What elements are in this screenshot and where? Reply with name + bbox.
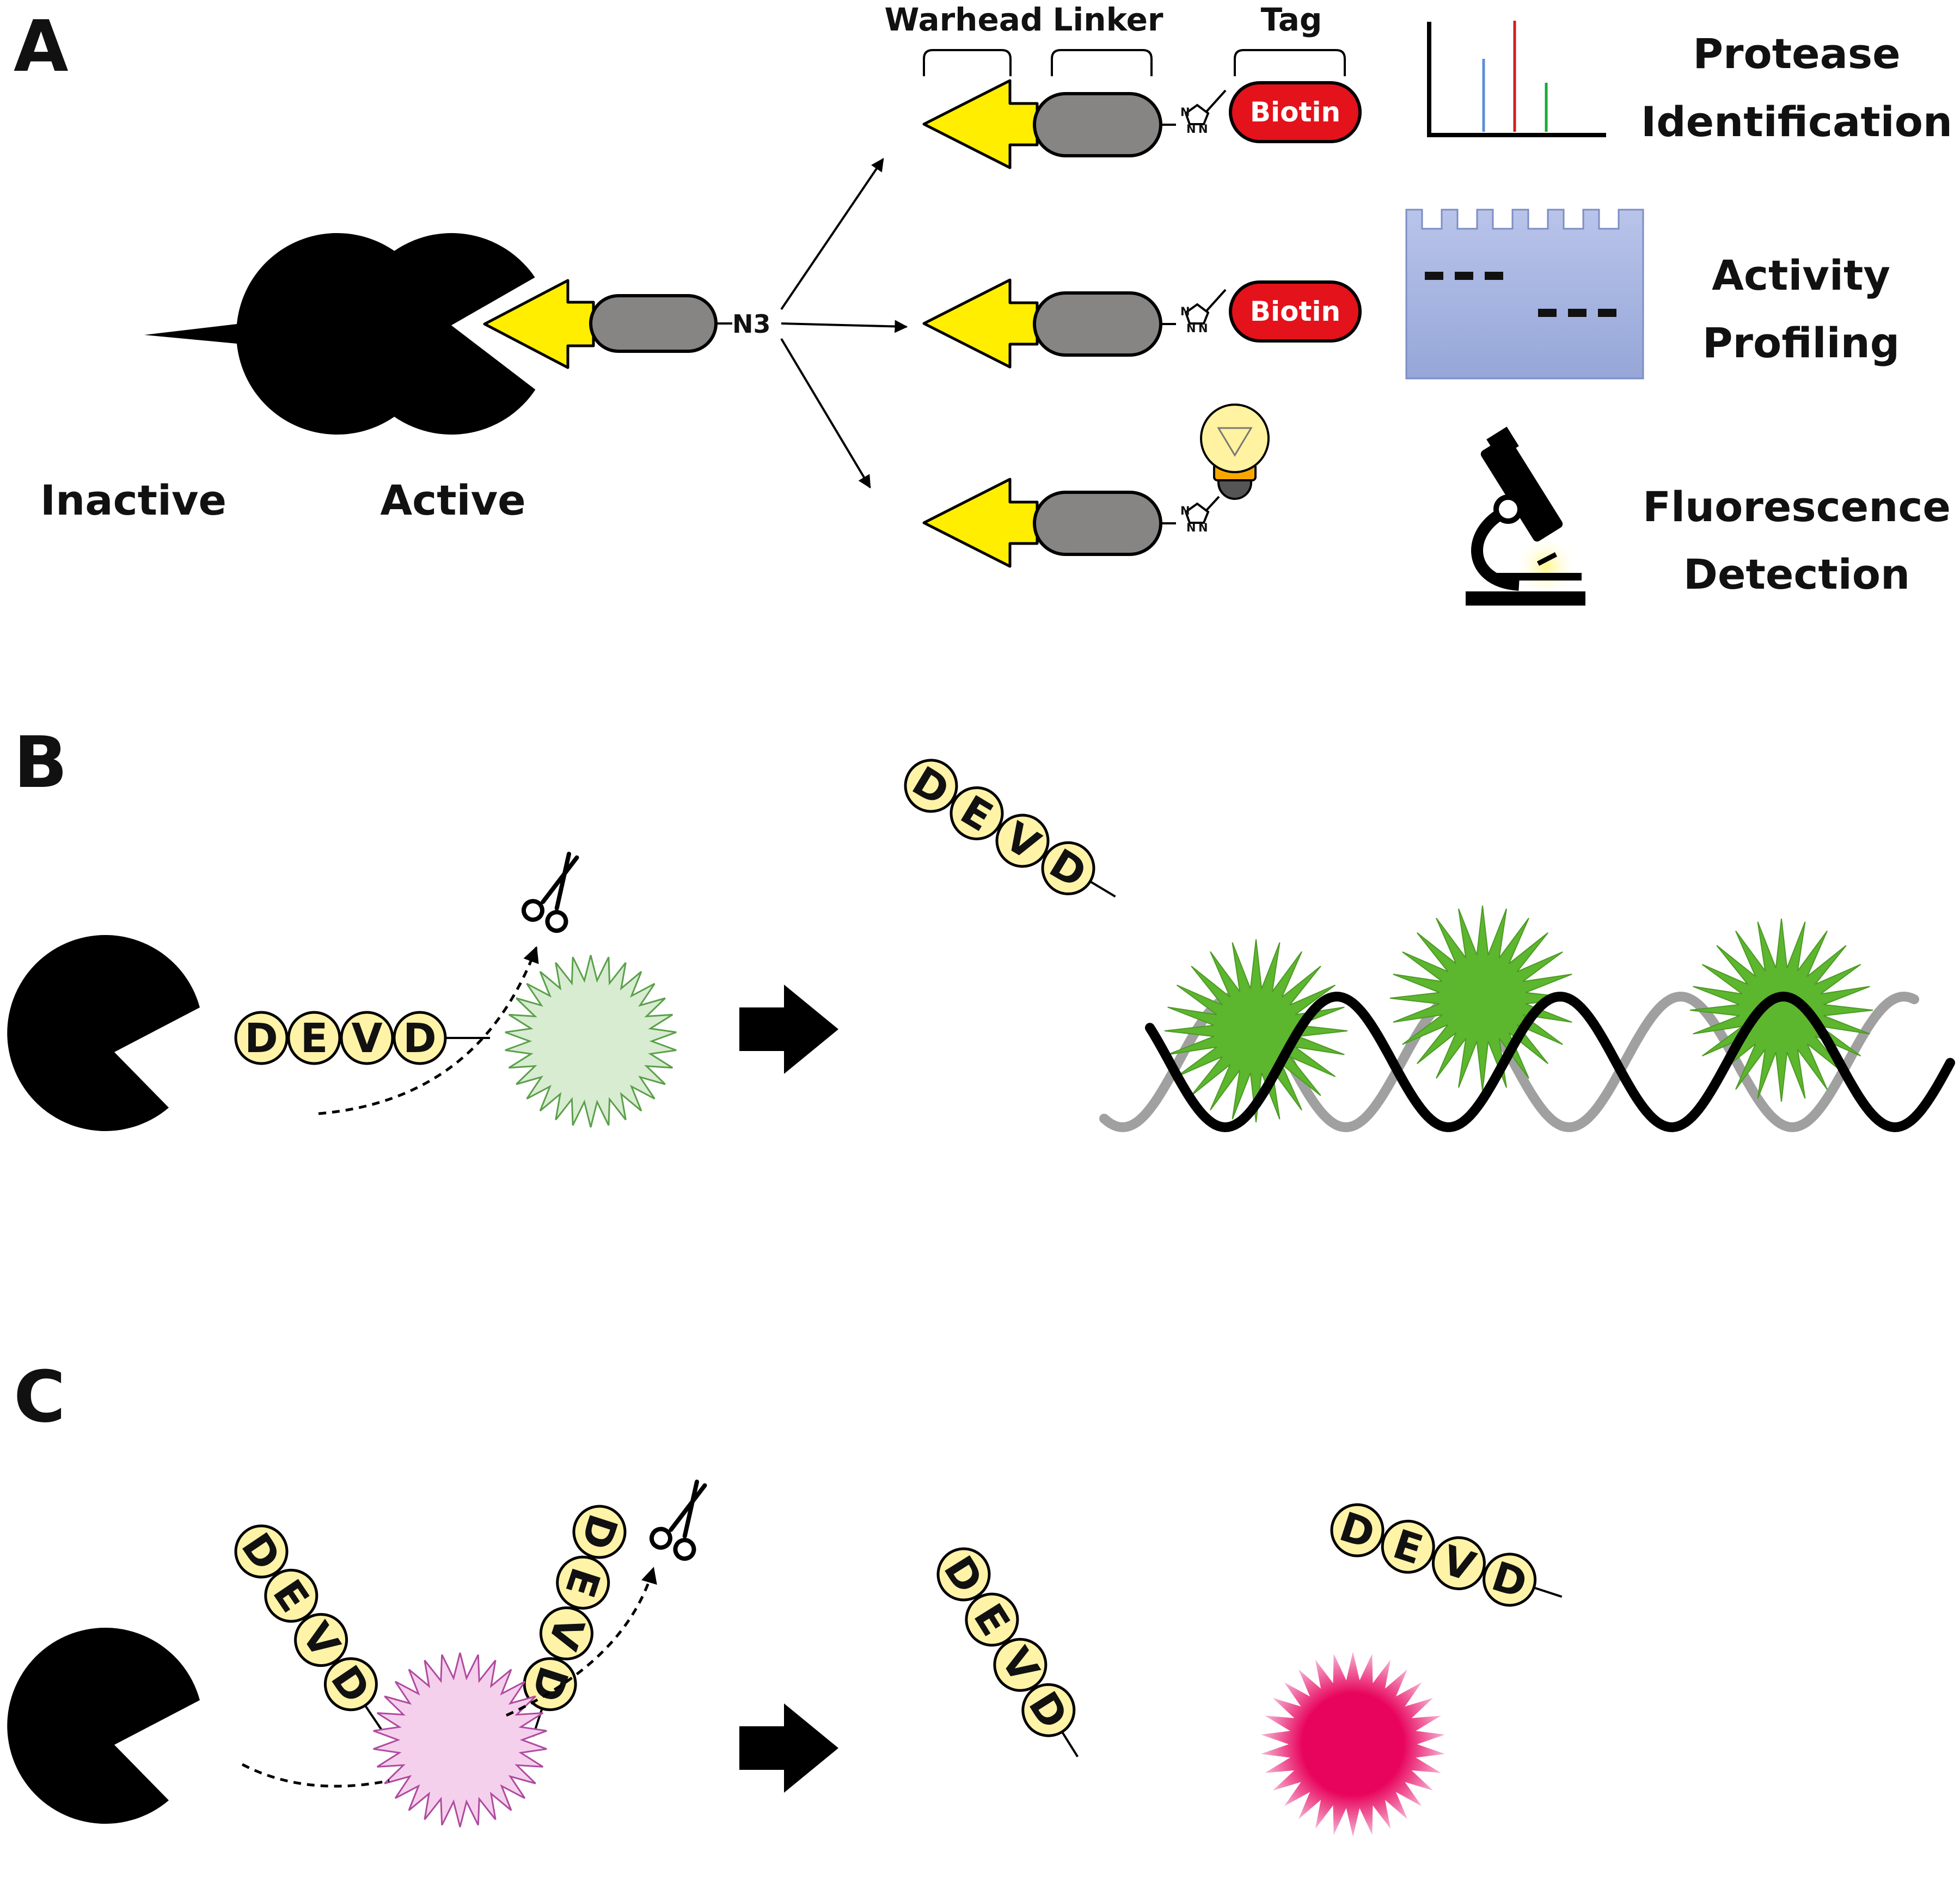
triazole-icon: N N N — [1180, 89, 1227, 136]
state-label-inactive: Inactive — [40, 476, 226, 524]
triazole-atom: N — [1186, 322, 1196, 335]
triazole-icon: N N N — [1180, 496, 1220, 534]
triazole-atom: N — [1186, 123, 1196, 136]
linker-icon — [1033, 491, 1162, 556]
protease-icon — [7, 1628, 200, 1824]
cleavage-path — [318, 946, 539, 1115]
peptide-devd-right: D E V D — [522, 1505, 627, 1737]
branch-arrow-middle — [781, 320, 908, 333]
application-label: Protease — [1693, 29, 1900, 78]
dye-molecule — [1164, 939, 1348, 1123]
cleavage-path — [241, 1763, 390, 1788]
state-label-active: Active — [380, 476, 525, 524]
reaction-arrow-b-icon — [739, 985, 838, 1074]
warhead-icon — [922, 79, 1039, 169]
quenched-fluorophore — [373, 1652, 547, 1828]
microscope-icon — [1466, 426, 1585, 606]
peptide-devd: D E V D — [234, 1011, 490, 1065]
warhead-icon — [922, 278, 1039, 369]
linker-icon — [1033, 291, 1162, 357]
peptide-residue: D — [322, 1658, 379, 1712]
application-label: Detection — [1683, 550, 1910, 598]
probe-part-warhead: Warhead — [885, 1, 1043, 38]
application-label: Activity — [1712, 251, 1890, 300]
quenched-fluorophore — [505, 955, 677, 1128]
protease-active-icon — [351, 233, 536, 435]
reaction-arrow-c-icon — [739, 1703, 838, 1793]
panel-label-a: A — [14, 5, 69, 88]
triazole-atom: N — [1180, 504, 1190, 517]
gel-icon — [1405, 209, 1644, 380]
probe-biotin-2: N N N Biotin — [922, 278, 1362, 369]
active-fluorophore — [1260, 1652, 1445, 1837]
warhead-icon — [922, 478, 1039, 568]
triazole-icon: N N N — [1180, 289, 1227, 335]
protease-icon — [7, 935, 200, 1132]
peptide-devd-left: D E V D — [232, 1524, 383, 1731]
application-label: Profiling — [1702, 319, 1900, 367]
application-label: Identification — [1641, 97, 1952, 146]
panel-label-b: B — [14, 721, 68, 804]
azide-label: N3 — [732, 309, 771, 339]
panel-label-c: C — [14, 1355, 65, 1438]
probe-biotin-1: N N N Biotin — [922, 79, 1362, 169]
probe-part-linker: Linker — [1052, 1, 1163, 38]
tag-bracket — [1234, 49, 1346, 76]
chromatogram-icon — [1427, 21, 1606, 137]
triazole-atom: N — [1198, 123, 1208, 136]
released-peptide-c2: D E V D — [1330, 1503, 1563, 1608]
triazole-atom: N — [1186, 521, 1196, 534]
linker-icon — [589, 294, 718, 353]
peptide-residue: D — [403, 1015, 436, 1062]
transition-arrow-icon — [260, 286, 340, 381]
warhead-bracket — [923, 49, 1012, 76]
triazole-atom: N — [1180, 106, 1190, 119]
peptide-residue: V — [351, 1015, 382, 1062]
branch-arrow-top — [780, 158, 884, 310]
dna-strand-front — [1145, 991, 1955, 1133]
peptide-residue: E — [301, 1015, 328, 1062]
biotin-label: Biotin — [1250, 296, 1340, 327]
triazole-atom: N — [1198, 521, 1208, 534]
scissors-icon — [521, 851, 579, 933]
probe-part-tag: Tag — [1261, 1, 1322, 38]
linker-icon — [1033, 92, 1162, 157]
scissors-icon — [649, 1479, 707, 1561]
released-peptide-c1: D E V D — [934, 1547, 1079, 1758]
triazole-atom: N — [1198, 322, 1208, 335]
biotin-label: Biotin — [1250, 96, 1340, 128]
branch-arrow-bottom — [780, 338, 871, 489]
probe-fluorophore: N N N — [922, 404, 1270, 568]
active-mouth-outline — [451, 274, 544, 393]
biotin-tag — [1229, 81, 1362, 143]
cleavage-path — [505, 1567, 657, 1717]
application-label: Fluorescence — [1643, 482, 1951, 531]
linker-bracket — [1051, 49, 1153, 76]
peptide-residue: D — [244, 1015, 278, 1062]
lightbulb-icon — [1200, 404, 1270, 500]
biotin-tag — [1229, 280, 1362, 343]
triazole-atom: N — [1180, 305, 1190, 318]
peptide-residue: D — [232, 1525, 290, 1579]
released-peptide-b: D E V D — [904, 757, 1116, 898]
